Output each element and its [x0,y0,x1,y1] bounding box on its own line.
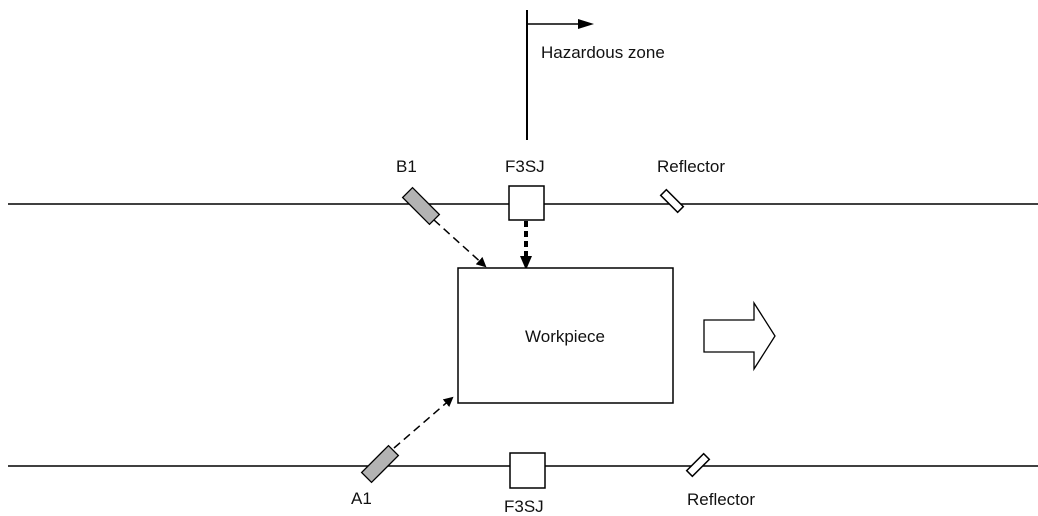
f3sj-bottom-box [509,452,546,489]
reflector-top [659,188,685,214]
reflector-top-label: Reflector [657,157,725,176]
b1-sensor [401,186,441,226]
a1-label: A1 [351,489,372,508]
a1-sensor [360,444,400,484]
hazardous-zone-label: Hazardous zone [541,43,665,62]
movement-arrow-icon [703,300,776,372]
b1-beam [433,219,487,268]
b1-label: B1 [396,157,417,176]
a1-beam [393,396,454,449]
f3sj-top-label: F3SJ [505,157,545,176]
reflector-bottom-label: Reflector [687,490,755,509]
reflector-bottom [685,452,711,478]
hazardous-zone-arrowhead [578,19,594,29]
workpiece-box [457,267,674,404]
f3sj-beam-arrowhead [520,256,532,270]
f3sj-bottom-label: F3SJ [504,497,544,516]
workpiece-label: Workpiece [525,327,605,346]
f3sj-top-box [508,185,545,221]
